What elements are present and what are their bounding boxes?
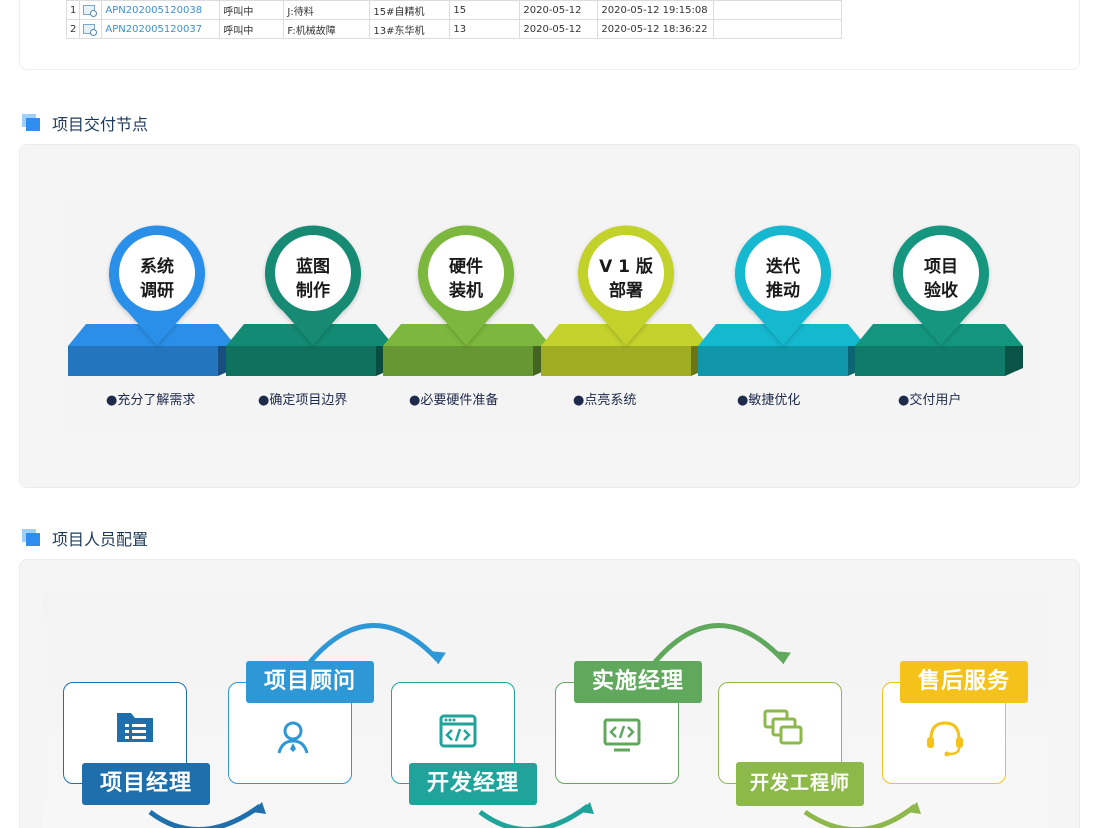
section-square-icon [22, 114, 42, 132]
record-code-link[interactable]: APN202005120037 [101, 19, 221, 39]
role-label-dev-engineer: 开发工程师 [736, 762, 864, 806]
section-title: 项目人员配置 [52, 530, 149, 549]
node-desc-2: ●确定项目边界 [258, 393, 348, 408]
list-folder-icon [117, 713, 153, 742]
record-qty: 15 [449, 0, 521, 20]
record-status: 呼叫中 [219, 0, 285, 20]
record-time: 2020-05-12 19:15:08 [597, 0, 715, 20]
role-label-dev-manager: 开发经理 [409, 763, 537, 805]
record-machine: 15#自精机 [369, 0, 451, 20]
node-desc-3: ●必要硬件准备 [409, 393, 499, 408]
table-row[interactable]: 1 APN202005120038 呼叫中 J:待料 15#自精机 15 202… [65, 0, 842, 20]
row-number: 2 [65, 19, 81, 39]
record-status: 呼叫中 [219, 19, 285, 39]
headset-icon [927, 721, 963, 757]
record-reason: F:机械故障 [283, 19, 371, 39]
table-row[interactable]: 2 APN202005120037 呼叫中 F:机械故障 13#东华机 13 2… [65, 19, 842, 39]
node-desc-5: ●敏捷优化 [737, 393, 801, 408]
node-desc-4: ●点亮系统 [573, 393, 637, 408]
record-machine: 13#东华机 [369, 19, 451, 39]
code-window-icon [439, 714, 477, 748]
staff-config-panel [43, 594, 1049, 828]
layers-icon [763, 709, 803, 745]
role-label-after-sales: 售后服务 [900, 661, 1028, 703]
section-square-icon [22, 529, 42, 547]
view-detail-icon[interactable] [83, 4, 98, 17]
record-qty: 13 [449, 19, 521, 39]
record-date: 2020-05-12 [519, 19, 599, 39]
view-detail-icon[interactable] [83, 23, 98, 36]
record-reason: J:待料 [283, 0, 371, 20]
node-desc-1: ●充分了解需求 [106, 393, 196, 408]
record-time: 2020-05-12 18:36:22 [597, 19, 715, 39]
records-table: 1 APN202005120038 呼叫中 J:待料 15#自精机 15 202… [65, 0, 842, 39]
record-code-link[interactable]: APN202005120038 [101, 0, 221, 20]
code-monitor-icon [603, 718, 641, 752]
role-label-project-consultant: 项目顾问 [246, 661, 374, 703]
node-desc-6: ●交付用户 [898, 393, 962, 408]
row-number: 1 [65, 0, 81, 20]
record-date: 2020-05-12 [519, 0, 599, 20]
section-header-delivery: 项目交付节点 [22, 111, 148, 135]
role-label-impl-manager: 实施经理 [574, 661, 702, 703]
role-label-project-manager: 项目经理 [82, 763, 210, 805]
section-title: 项目交付节点 [52, 115, 149, 134]
delivery-nodes-panel [63, 196, 1038, 432]
person-icon [277, 721, 309, 754]
section-header-staff: 项目人员配置 [22, 526, 148, 550]
